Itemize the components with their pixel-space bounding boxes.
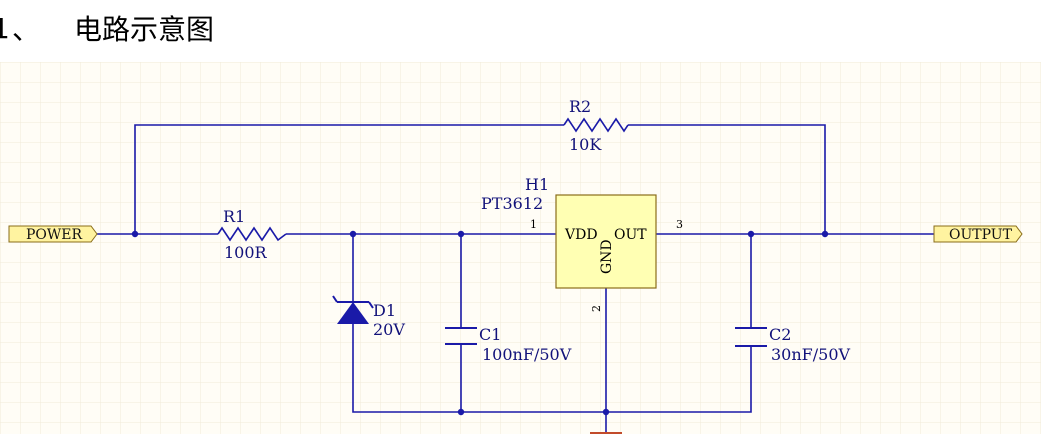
circuit-schematic: POWER OUTPUT R1 100R R2 10K D1 20V C1 10… bbox=[0, 62, 1041, 434]
c2-value: 30nF/50V bbox=[771, 345, 851, 364]
output-port[interactable]: OUTPUT bbox=[933, 225, 1023, 243]
section-number: 1 bbox=[0, 11, 10, 45]
pin-1-number: 1 bbox=[530, 218, 537, 231]
capacitor-c2[interactable]: C2 30nF/50V bbox=[735, 325, 851, 364]
r1-value: 100R bbox=[224, 243, 268, 262]
grid-background bbox=[0, 62, 1041, 434]
pin-3-number: 3 bbox=[676, 218, 683, 231]
capacitor-c1[interactable]: C1 100nF/50V bbox=[445, 325, 572, 364]
r2-ref: R2 bbox=[569, 97, 591, 116]
h1-part: PT3612 bbox=[481, 194, 543, 213]
pin-vdd-label: VDD bbox=[564, 227, 598, 243]
h1-ref: H1 bbox=[525, 175, 549, 194]
r1-ref: R1 bbox=[223, 207, 245, 226]
pin-2-number: 2 bbox=[590, 305, 603, 312]
power-port-label: POWER bbox=[26, 227, 83, 243]
section-title: 电路示意图 bbox=[74, 13, 215, 46]
pin-out-label: OUT bbox=[614, 227, 647, 243]
ic-h1-pt3612[interactable]: H1 PT3612 VDD OUT GND 1 3 2 bbox=[481, 175, 683, 312]
c2-ref: C2 bbox=[769, 325, 791, 344]
pin-gnd-label: GND bbox=[599, 239, 615, 274]
wires bbox=[97, 124, 934, 434]
c1-value: 100nF/50V bbox=[482, 345, 572, 364]
section-heading: 1 、 电路示意图 bbox=[0, 6, 214, 50]
power-port[interactable]: POWER bbox=[8, 225, 98, 243]
zener-diode-d1[interactable]: D1 20V bbox=[332, 295, 405, 339]
schematic-canvas: POWER OUTPUT R1 100R R2 10K D1 20V C1 10… bbox=[0, 62, 1041, 434]
d1-value: 20V bbox=[373, 320, 405, 339]
junctions bbox=[131, 230, 829, 416]
section-separator: 、 bbox=[12, 13, 41, 46]
output-port-label: OUTPUT bbox=[949, 227, 1013, 243]
resistor-r2[interactable]: R2 10K bbox=[563, 97, 629, 154]
resistor-r1[interactable]: R1 100R bbox=[217, 207, 287, 262]
c1-ref: C1 bbox=[479, 325, 501, 344]
d1-ref: D1 bbox=[373, 301, 396, 320]
r2-value: 10K bbox=[569, 135, 602, 154]
